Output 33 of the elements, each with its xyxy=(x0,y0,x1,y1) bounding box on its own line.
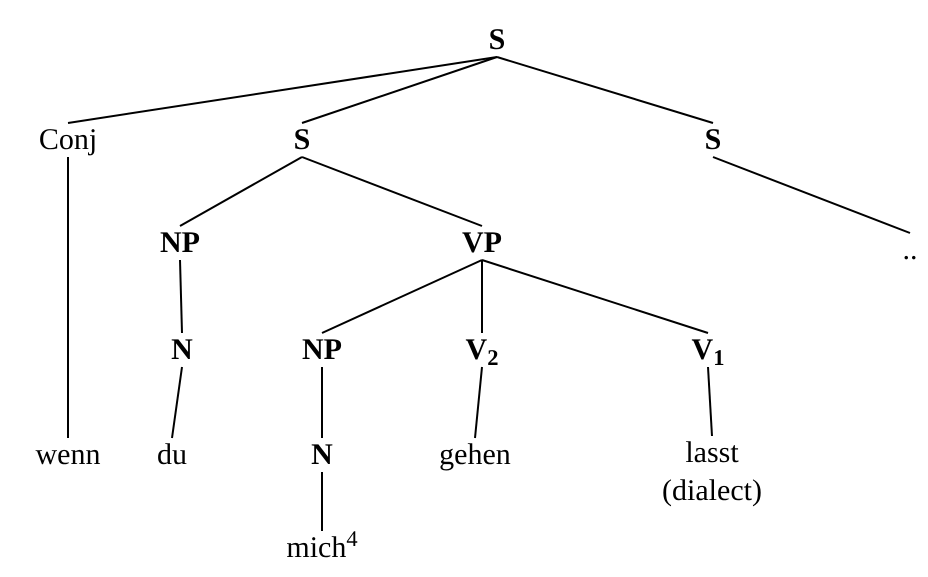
tree-label: VP xyxy=(458,224,506,262)
tree-label: gehen xyxy=(435,436,515,474)
tree-branch xyxy=(180,156,302,227)
tree-label: mich$^{4}$ xyxy=(282,529,362,567)
tree-branch xyxy=(171,366,183,438)
tree-label: N xyxy=(307,436,337,474)
tree-branch xyxy=(302,156,482,227)
tree-label: .. xyxy=(898,231,922,269)
tree-label: du xyxy=(153,436,191,474)
tree-label: N xyxy=(167,331,197,369)
tree-branch xyxy=(322,259,482,334)
tree-label: Conj xyxy=(34,121,102,159)
tree-branch xyxy=(712,156,910,234)
tree-branch xyxy=(321,367,323,438)
tree-label: S xyxy=(700,121,726,159)
tree-label: wenn xyxy=(32,436,104,474)
tree-label: V$_{2}$ xyxy=(462,331,502,369)
tree-label: lasst (dialect) xyxy=(637,434,787,510)
tree-branch xyxy=(707,366,713,436)
tree-branch xyxy=(302,56,498,124)
tree-label: S xyxy=(484,21,510,59)
tree-branch xyxy=(496,56,714,124)
tree-label: S xyxy=(290,121,314,159)
tree-branch xyxy=(321,472,323,531)
tree-label: NP xyxy=(156,224,204,262)
tree-branch xyxy=(68,56,498,124)
tree-label: NP xyxy=(298,331,346,369)
tree-branch xyxy=(482,259,708,334)
tree-branch xyxy=(474,366,483,438)
tree-branch xyxy=(481,260,483,333)
tree-branch xyxy=(67,157,69,438)
tree-label: V$_{1}$ xyxy=(688,331,728,369)
tree-branch xyxy=(179,260,183,334)
